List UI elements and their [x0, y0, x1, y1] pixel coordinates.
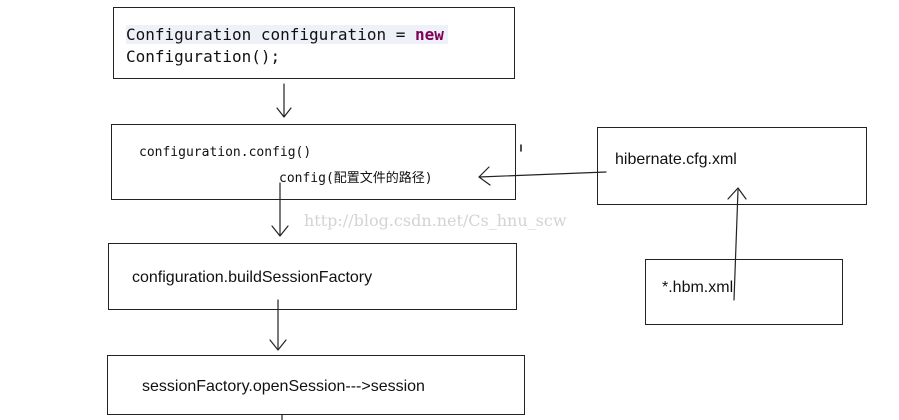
config-call-line1: configuration.config() — [139, 145, 312, 160]
new-keyword: new — [414, 25, 444, 44]
hbm-xml-label: *.hbm.xml — [662, 279, 734, 296]
arrowhead-build-to-open — [269, 339, 287, 351]
build-session-factory-label: configuration.buildSessionFactory — [132, 269, 373, 286]
configuration-new-box: Configuration configuration = new Config… — [113, 7, 515, 79]
open-session-label: sessionFactory.openSession--->session — [142, 378, 425, 395]
hibernate-cfg-box: hibernate.cfg.xml — [597, 127, 867, 205]
config-call-line2: config(配置文件的路径) — [279, 171, 433, 186]
configuration-new-prefix: Configuration configuration = — [126, 25, 415, 44]
open-session-box: sessionFactory.openSession--->session — [107, 355, 525, 415]
build-session-factory-box: configuration.buildSessionFactory — [108, 243, 517, 310]
hibernate-cfg-label: hibernate.cfg.xml — [615, 151, 737, 168]
configuration-new-line1: Configuration configuration = new — [126, 25, 448, 44]
config-call-box: configuration.config() config(配置文件的路径) — [111, 124, 516, 200]
configuration-new-line2: Configuration(); — [126, 47, 281, 66]
arrowhead-config-to-build — [271, 225, 289, 237]
watermark-text: http://blog.csdn.net/Cs_hnu_scw — [304, 211, 567, 230]
hbm-xml-box: *.hbm.xml — [645, 259, 843, 325]
arrowhead-new-to-config — [276, 107, 292, 118]
